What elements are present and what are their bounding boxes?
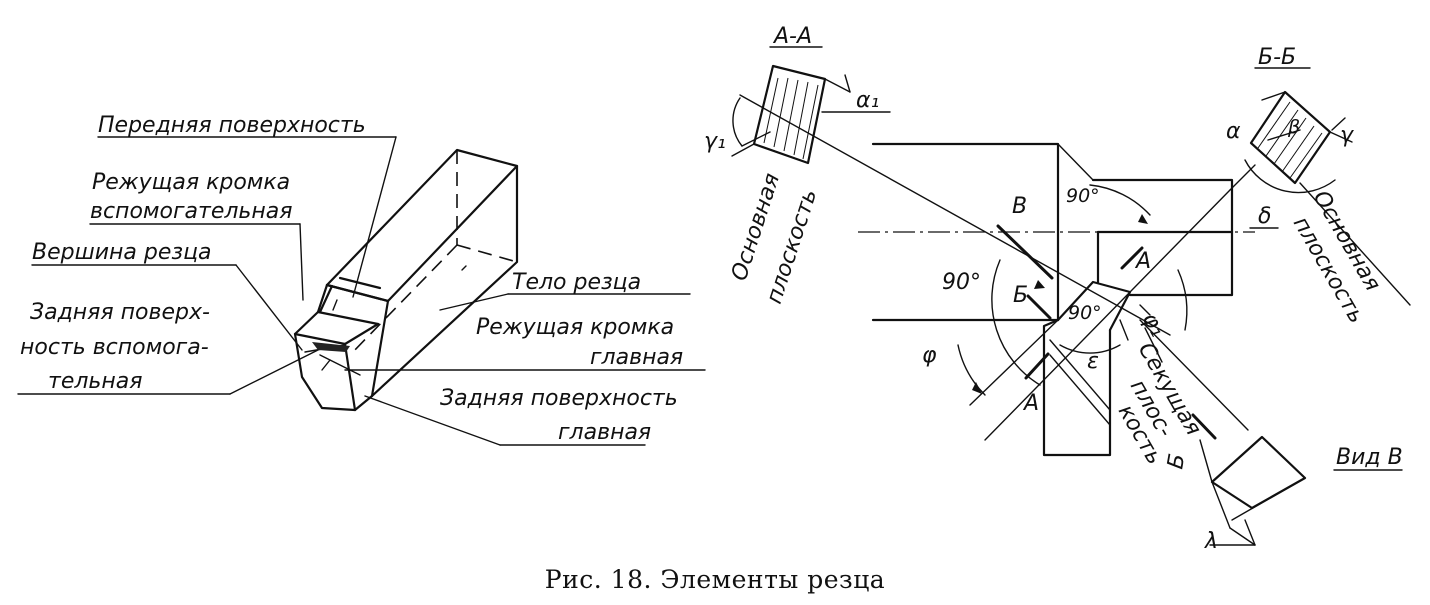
label-phi1: φ₁: [1137, 309, 1170, 342]
label-b-lower: Б: [1163, 452, 1190, 471]
label-a-right: А: [1134, 249, 1151, 274]
label-gamma1: γ₁: [704, 129, 726, 154]
label-90-left: 90°: [942, 270, 981, 295]
section-bb: [1244, 67, 1411, 306]
label-aux-edge-2: вспомогательная: [90, 199, 292, 224]
label-main-flank-1: Задняя поверхность: [440, 386, 678, 411]
label-alpha1: α₁: [856, 88, 879, 113]
label-delta: δ: [1258, 204, 1271, 229]
label-main-edge-2: главная: [590, 345, 683, 370]
label-a-lower: А: [1022, 391, 1039, 416]
label-beta: β: [1287, 116, 1300, 138]
tool-plan-view: [739, 94, 1307, 546]
left-leaders: [17, 136, 706, 446]
figure-caption: Рис. 18. Элементы резца: [545, 565, 885, 594]
label-90-top: 90°: [1066, 185, 1100, 207]
label-aux-flank-1: Задняя поверх-: [30, 300, 210, 325]
label-front-surface: Передняя поверхность: [98, 113, 366, 138]
label-gamma: γ: [1340, 123, 1354, 148]
label-90-center: 90°: [1068, 302, 1102, 324]
label-alpha: α: [1226, 119, 1241, 144]
left-labels: Передняя поверхность Режущая кромка вспо…: [20, 113, 683, 445]
label-phi: φ: [922, 343, 937, 368]
label-v: В: [1012, 194, 1027, 219]
label-main-edge-1: Режущая кромка: [476, 315, 674, 340]
label-lambda: λ: [1204, 529, 1218, 554]
label-tip: Вершина резца: [32, 240, 212, 265]
label-main-flank-2: главная: [558, 420, 651, 445]
section-aa: [731, 46, 891, 165]
label-view-b: Вид В: [1336, 445, 1403, 470]
tool-isometric-drawing: [293, 148, 519, 412]
label-body: Тело резца: [512, 270, 641, 295]
label-aux-flank-2: ность вспомога-: [20, 335, 209, 360]
label-b-cut: Б: [1013, 283, 1028, 308]
label-epsilon: ε: [1087, 349, 1099, 374]
label-aux-edge-1: Режущая кромка: [92, 170, 290, 195]
label-section-aa: А-А: [772, 24, 812, 49]
label-section-bb: Б-Б: [1258, 45, 1296, 70]
label-aux-flank-3: тельная: [48, 369, 142, 394]
